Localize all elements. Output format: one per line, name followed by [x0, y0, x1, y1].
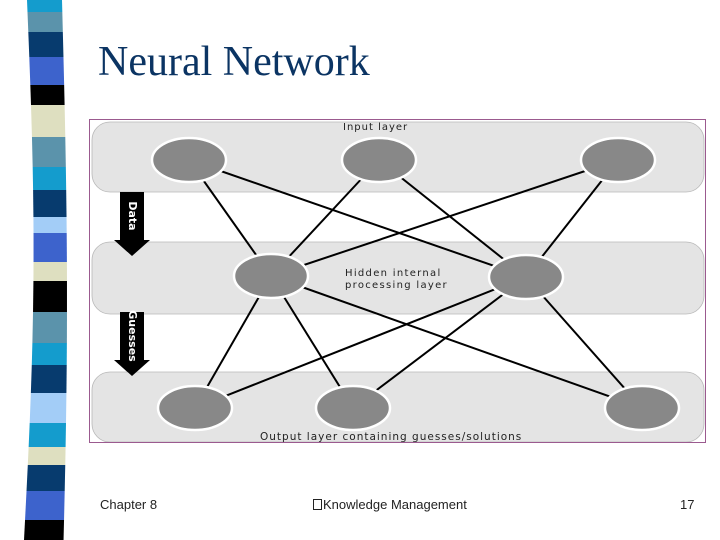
connection-input-2-hidden-0 — [270, 159, 619, 277]
connection-hidden-1-output-1 — [352, 276, 527, 409]
connection-hidden-0-output-1 — [270, 275, 354, 409]
hidden-layer-label: Hidden internal processing layer — [345, 268, 448, 292]
stripe-segment — [32, 312, 67, 343]
missing-glyph-icon — [313, 499, 322, 510]
stripe-segment — [27, 12, 63, 32]
node-input-2 — [579, 136, 657, 184]
hidden-layer-label-line1: Hidden internal — [345, 268, 442, 279]
footer-title-text: Knowledge Management — [323, 497, 467, 512]
node-hidden-1 — [487, 253, 565, 301]
stripe-segment — [25, 491, 65, 520]
input-layer-label: Input layer — [343, 122, 409, 133]
connection-input-1-hidden-1 — [378, 159, 527, 278]
arrow-label: Data — [126, 201, 139, 230]
hidden-layer-label-line2: processing layer — [345, 280, 448, 291]
node-output-0 — [156, 384, 234, 432]
decorative-stripe — [24, 0, 67, 540]
connection-hidden-0-output-2 — [270, 275, 643, 409]
footer-title: Knowledge Management — [313, 497, 467, 512]
data-arrow-icon: Data — [114, 192, 150, 256]
node-input-1 — [340, 136, 418, 184]
stripe-segment — [33, 190, 67, 217]
connection-hidden-1-output-2 — [525, 276, 643, 409]
stripe-segment — [28, 32, 64, 57]
node-output-2 — [603, 384, 681, 432]
stripe-segment — [33, 281, 67, 312]
node-hidden-0 — [232, 252, 310, 300]
stripe-segment — [26, 465, 66, 491]
stripe-segment — [32, 167, 67, 190]
node-input-0 — [150, 136, 228, 184]
stripe-segment — [29, 57, 65, 85]
layer-band-output — [91, 371, 705, 442]
stripe-segment — [33, 262, 67, 281]
connection-hidden-1-output-0 — [194, 276, 527, 409]
page-number: 17 — [680, 497, 695, 512]
slide-title: Neural Network — [98, 39, 370, 85]
stripe-segment — [27, 447, 66, 465]
stripe-segment — [30, 365, 67, 393]
stripe-segment — [33, 233, 67, 262]
stripe-segment — [30, 85, 65, 105]
stripe-segment — [31, 105, 66, 137]
stripe-segment — [24, 520, 65, 540]
stripe-segment — [28, 423, 66, 447]
footer-chapter: Chapter 8 — [100, 497, 158, 512]
stripe-segment — [27, 0, 63, 12]
stripe-segment — [31, 137, 66, 167]
node-output-1 — [314, 384, 392, 432]
stripe-segment — [33, 217, 67, 233]
stripe-segment — [29, 393, 67, 423]
arrow-label: Guesses — [126, 310, 139, 362]
guesses-arrow-icon: Guesses — [114, 310, 150, 376]
output-layer-label: Output layer containing guesses/solution… — [260, 431, 523, 443]
stripe-segment — [31, 343, 67, 365]
connection-input-0-hidden-1 — [188, 159, 527, 278]
